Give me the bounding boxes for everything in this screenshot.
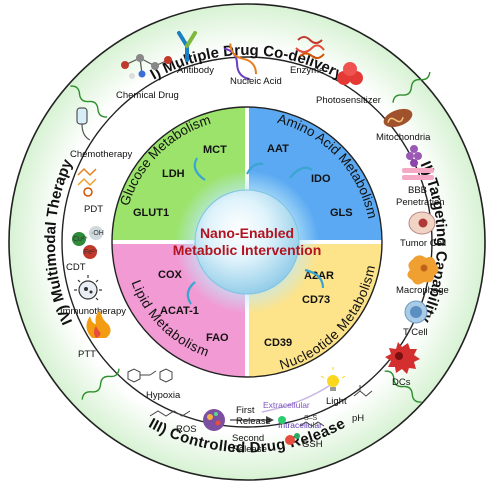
lipid-item-cox: COX	[158, 269, 183, 281]
codelivery-nucleic-acid: Nucleic Acid	[230, 76, 282, 87]
targeting-t-cell: T Cell	[403, 327, 428, 338]
ros-molecule-icon	[149, 410, 191, 417]
ph-molecule-icon	[353, 385, 373, 397]
gsh-s-label: S–S	[304, 415, 318, 422]
enzyme-icon	[295, 36, 325, 60]
therapy-chemotherapy: Chemotherapy	[70, 149, 133, 160]
cdt-fe-label: Fe²⁺	[84, 249, 99, 256]
targeting-tumor-cell: Tumor Cell	[400, 238, 446, 249]
particle-first-icon	[203, 409, 225, 431]
gsh-molecule-icon	[299, 421, 325, 427]
antibody-icon	[177, 31, 197, 62]
release-second-2: Release	[232, 444, 267, 455]
release-gsh: GSH	[302, 439, 323, 450]
cdt-oh-label: ·OH	[91, 230, 104, 237]
release-ph: pH	[352, 413, 364, 424]
release-first-1: First	[236, 405, 255, 416]
chemotherapy-icon	[76, 107, 91, 141]
glucose-item-mct: MCT	[203, 144, 227, 156]
bbb-icon	[402, 145, 434, 180]
dc-icon	[385, 342, 420, 374]
lipid-item-fao: FAO	[206, 332, 229, 344]
amino-item-aat: AAT	[267, 143, 289, 155]
center-sphere	[194, 189, 300, 295]
codelivery-enzyme: Enzyme	[290, 65, 324, 76]
glucose-item-ldh: LDH	[162, 168, 185, 180]
center-title-line1: Nano-Enabled	[200, 225, 294, 241]
mitochondria-icon	[383, 108, 413, 128]
codelivery-photosensitizer: Photosensitizer	[316, 95, 381, 106]
wave-separators	[70, 71, 431, 403]
tumor-cell-icon	[408, 211, 436, 235]
therapy-pdt: PDT	[84, 204, 103, 215]
amino-item-ido: IDO	[311, 173, 331, 185]
ptt-icon	[86, 310, 111, 338]
release-particles-icon	[278, 416, 300, 445]
pdt-icon	[77, 167, 97, 197]
release-first-2: Release	[236, 416, 271, 427]
cdt-cu-label: Cu²⁺	[73, 236, 88, 243]
nucleotide-item-cd39: CD39	[264, 337, 292, 349]
release-hypoxia: Hypoxia	[146, 390, 181, 401]
therapy-immunotherapy: Immunotherapy	[60, 306, 126, 317]
codelivery-chemical-drug: Chemical Drug	[116, 90, 179, 101]
center-tentacles	[186, 157, 325, 305]
targeting-macrophage: Macrophage	[396, 285, 449, 296]
release-light: Light	[326, 396, 347, 407]
t-cell-icon	[404, 300, 428, 324]
targeting-penetration: Penetration	[396, 197, 445, 208]
amino-item-gls: GLS	[330, 207, 353, 219]
therapy-ptt: PTT	[78, 349, 96, 360]
release-intracellular: Intracellular	[278, 420, 322, 430]
therapy-cdt: CDT	[66, 262, 86, 273]
release-second-1: Second	[232, 433, 264, 444]
targeting-bbb: BBB	[408, 185, 427, 196]
chemical-drug-icon	[121, 54, 172, 79]
glucose-item-glut1: GLUT1	[133, 207, 169, 219]
lipid-item-acat1: ACAT-1	[160, 305, 199, 317]
release-ros: ROS	[176, 424, 197, 435]
cdt-icon	[72, 226, 103, 259]
targeting-mitochondria: Mitochondria	[376, 132, 431, 143]
nucleotide-item-cd73: CD73	[302, 294, 330, 306]
membrane-line	[261, 383, 333, 413]
macrophage-icon	[407, 255, 439, 285]
codelivery-antibody: Antibody	[177, 65, 214, 76]
targeting-dcs: DCs	[392, 377, 411, 388]
photosensitizer-icon	[337, 62, 363, 85]
nucleic-acid-icon	[223, 43, 258, 81]
release-extracellular: Extracellular	[263, 400, 310, 410]
hypoxia-molecule-icon	[127, 368, 173, 383]
immunotherapy-icon	[74, 275, 102, 301]
center-title-line2: Metabolic Intervention	[173, 242, 322, 258]
light-bulb-icon	[320, 367, 346, 391]
